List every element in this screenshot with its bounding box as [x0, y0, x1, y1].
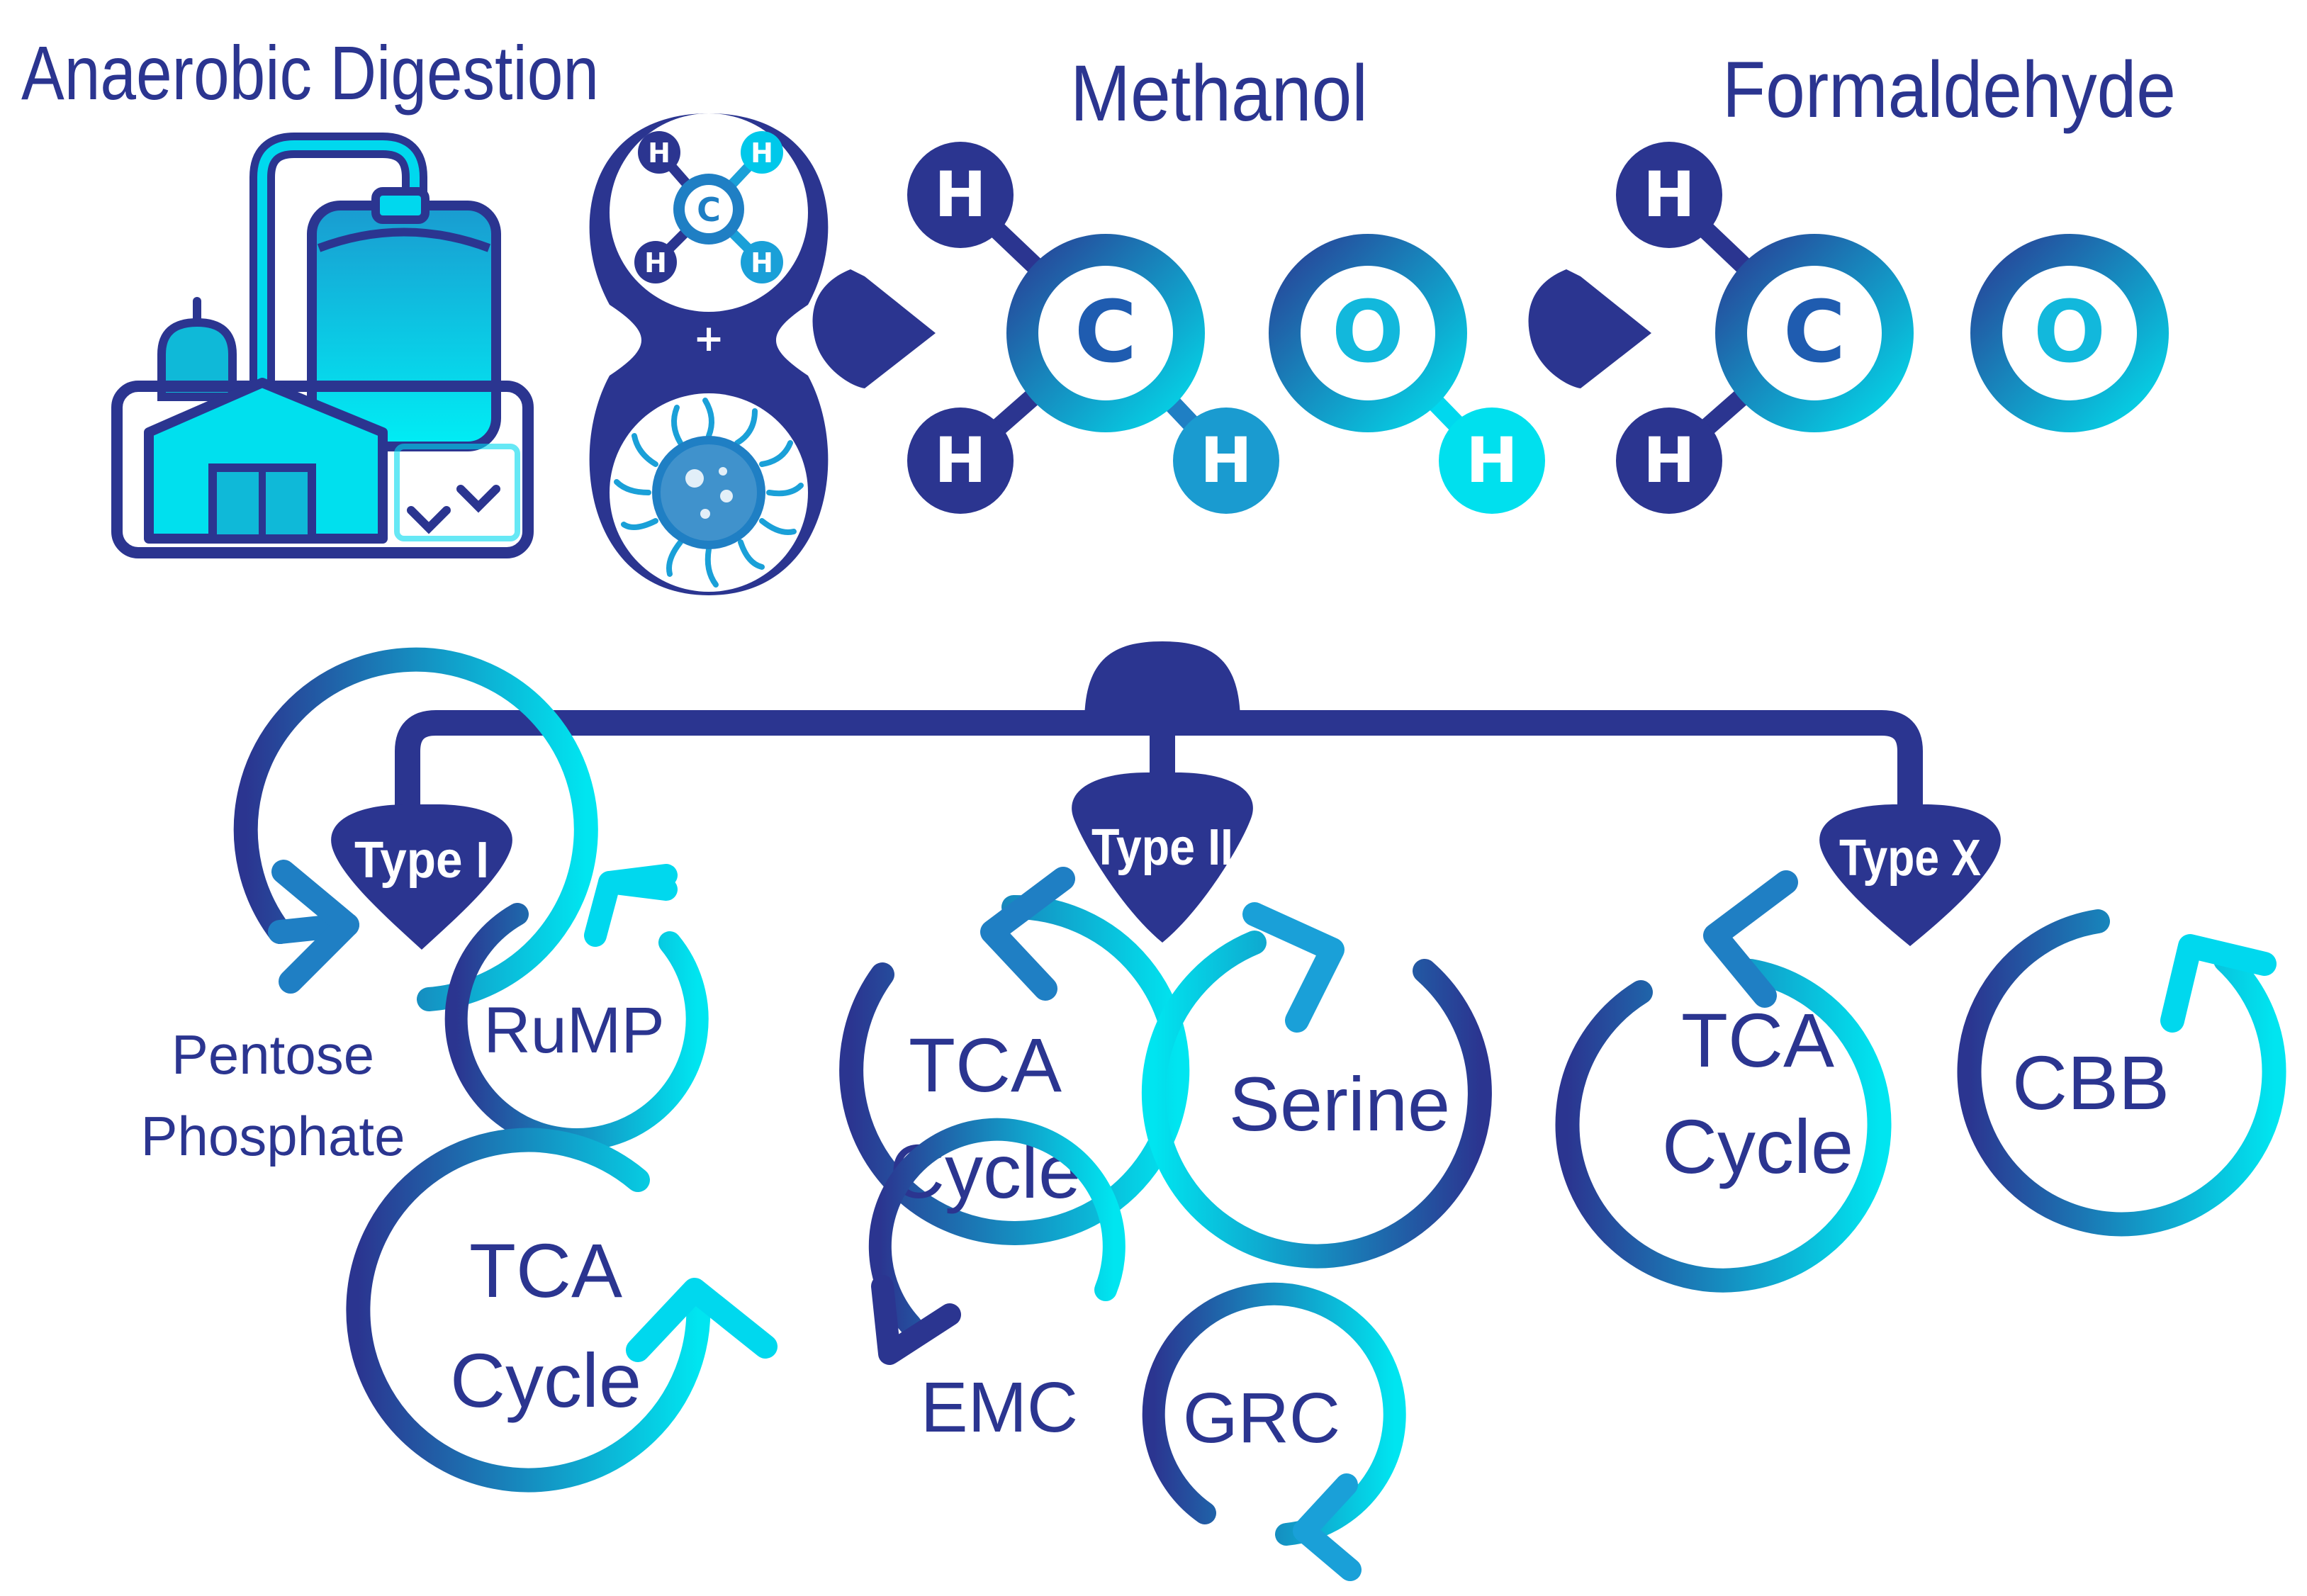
type1-tca-label-line1: TCA [469, 1227, 622, 1313]
serine-cycle: Serine [1141, 902, 1492, 1269]
type2-badge: Type II [1072, 772, 1253, 943]
formaldehyde-carbon-label: C [1783, 283, 1846, 382]
formaldehyde-title: Formaldehyde [1722, 45, 2176, 134]
rump-label: RuMP [483, 994, 665, 1067]
methanol-title: Methanol [1070, 49, 1368, 137]
formaldehyde-h2-label: H [1643, 424, 1695, 497]
methanol-to-formaldehyde-arrow [1528, 269, 1651, 388]
typeX-tca-cycle: TCA Cycle [1555, 870, 1892, 1293]
methanol-h2-label: H [934, 424, 987, 497]
grc-cycle: GRC [1142, 1282, 1406, 1581]
pentose-label-line1: Pentose [172, 1023, 374, 1086]
methane-h3-label: H [644, 247, 667, 279]
methane-microbe-capsule: + C H H H H [589, 113, 829, 595]
methanol-oxygen-label: O [1332, 283, 1404, 382]
type1-label: Type I [354, 832, 489, 889]
microbe-icon [614, 398, 804, 588]
type2-label: Type II [1091, 819, 1233, 876]
methane-to-methanol-arrow [812, 269, 936, 388]
anaerobic-digestion-title: Anaerobic Digestion [21, 30, 599, 116]
serine-label: Serine [1229, 1061, 1450, 1147]
methane-h2-label: H [751, 137, 773, 169]
typeX-badge: Type X [1819, 804, 2001, 946]
cbb-label: CBB [2012, 1040, 2170, 1125]
methane-molecule: C H H H H [634, 131, 783, 283]
emc-label: EMC [921, 1368, 1078, 1447]
typeX-label: Type X [1839, 830, 1981, 887]
methanol-molecule: C O H H H H [907, 142, 1545, 514]
type1-tca-cycle: TCA Cycle [346, 1128, 778, 1493]
methane-carbon-label: C [697, 191, 721, 229]
methanol-h1-label: H [934, 158, 987, 231]
methanol-h3-label: H [1200, 424, 1252, 497]
plus-sign: + [693, 317, 724, 360]
methane-h4-label: H [751, 247, 773, 279]
typeX-tca-label-line2: Cycle [1662, 1103, 1853, 1189]
typeX-tca-label-line1: TCA [1681, 997, 1834, 1083]
methanol-h4-label: H [1466, 424, 1518, 497]
cbb-cycle: CBB [1957, 909, 2286, 1237]
pathway-branch-connector [395, 641, 1923, 835]
digester-plant-icon [111, 133, 534, 558]
emc-cycle: EMC [868, 1118, 1126, 1447]
grc-label: GRC [1183, 1378, 1340, 1458]
methane-h1-label: H [648, 137, 670, 169]
formaldehyde-oxygen-label: O [2033, 283, 2106, 382]
formaldehyde-h1-label: H [1643, 158, 1695, 231]
pentose-label-line2: Phosphate [141, 1105, 405, 1167]
methanol-carbon-label: C [1074, 283, 1137, 382]
formaldehyde-molecule: C O H H [1616, 142, 2169, 514]
type1-badge: Type I [331, 804, 512, 950]
pentose-phosphate-cycle: Pentose Phosphate [141, 647, 598, 1167]
type2-tca-label-line1: TCA [909, 1022, 1062, 1108]
type1-tca-label-line2: Cycle [450, 1337, 641, 1423]
